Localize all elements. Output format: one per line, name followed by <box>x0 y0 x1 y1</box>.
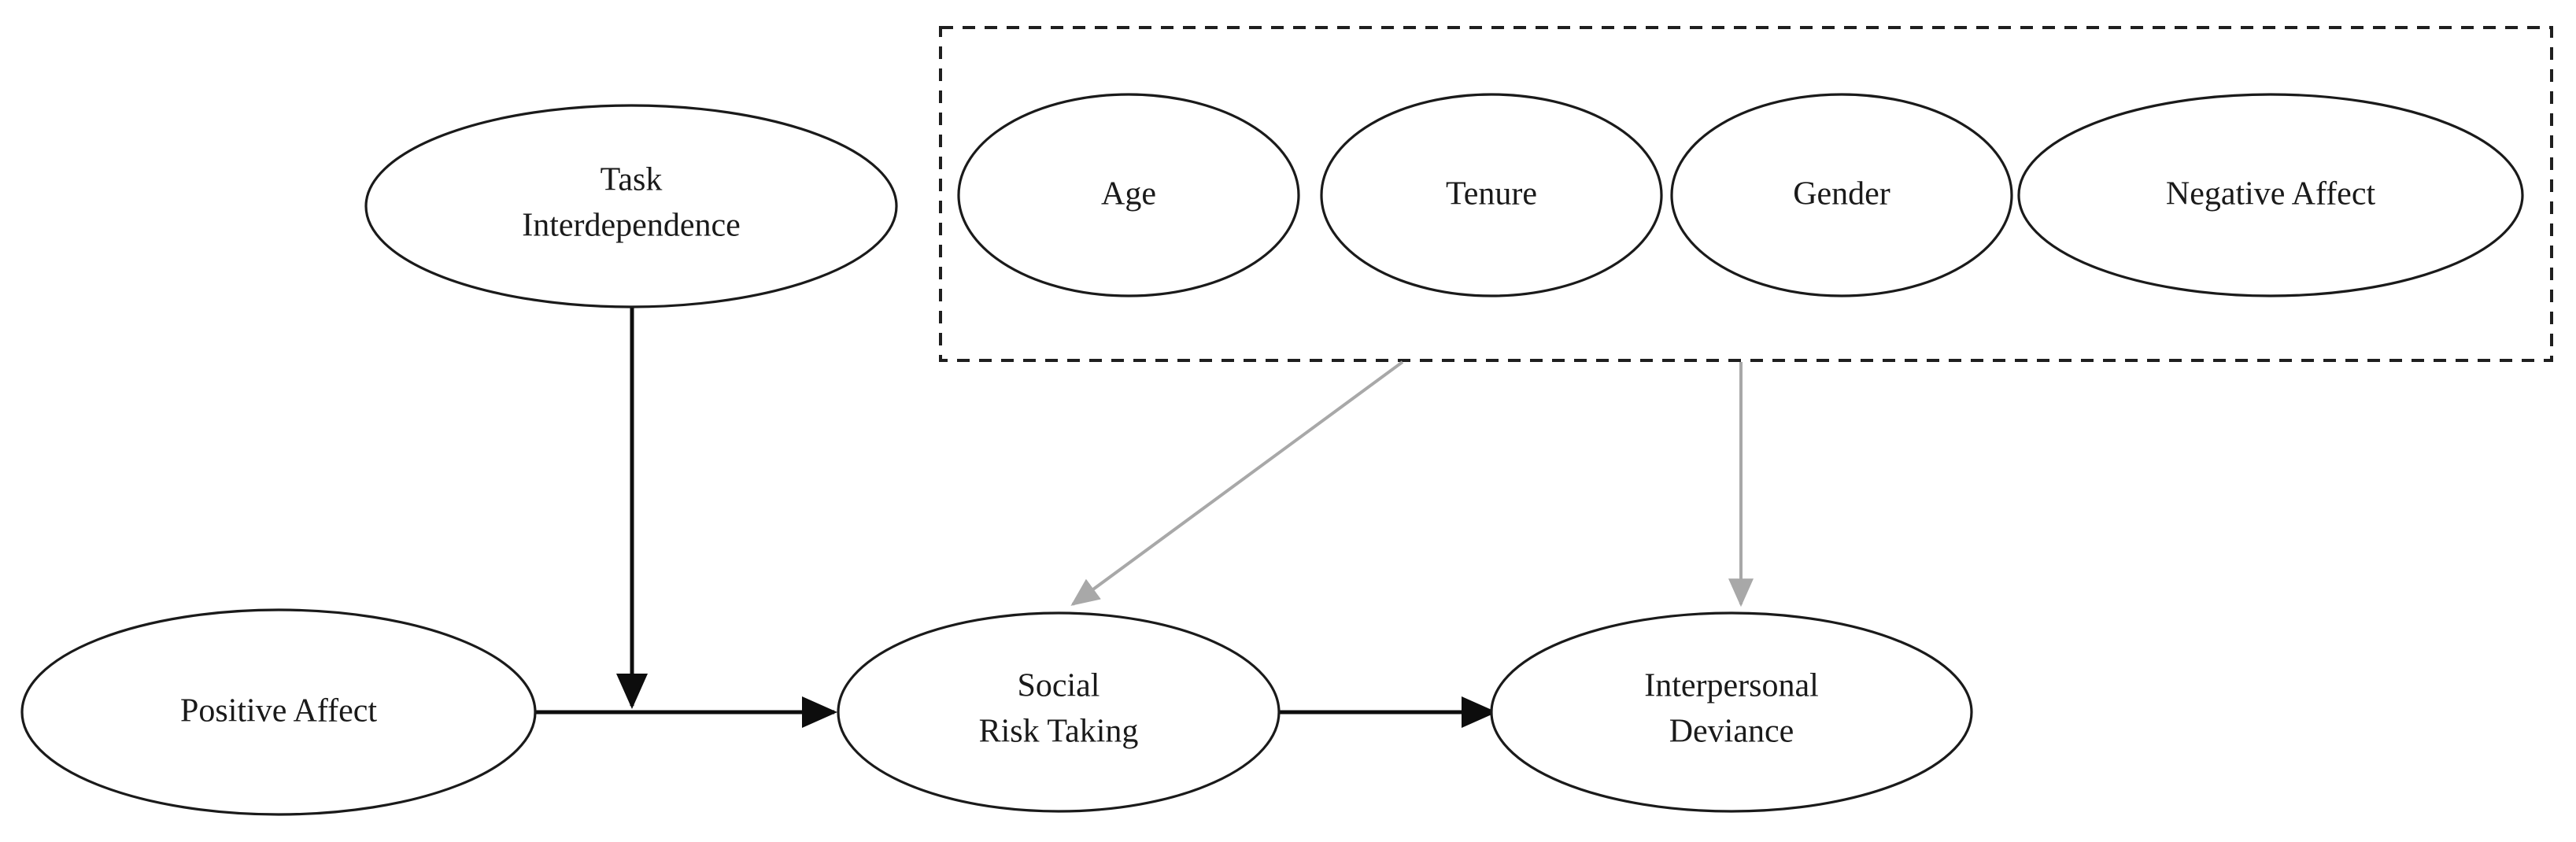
interpersonal-deviance-label-line2: Deviance <box>1669 714 1794 750</box>
interpersonal-deviance-ellipse <box>1490 611 1973 813</box>
gender-ellipse <box>1670 93 2013 297</box>
task-interdependence-label-line1: Task <box>601 162 663 198</box>
task-interdependence-label-line2: Interdependence <box>522 208 741 244</box>
tenure-label: Tenure <box>1446 176 1537 212</box>
social-risk-taking-label-line2: Risk Taking <box>979 714 1139 750</box>
node-task-interdependence[interactable]: Task Interdependence <box>364 104 898 308</box>
tenure-ellipse <box>1320 93 1663 297</box>
positive-affect-label: Positive Affect <box>180 693 377 729</box>
task-interdependence-ellipse <box>364 104 898 308</box>
node-negative-affect[interactable]: Negative Affect <box>2017 93 2524 297</box>
control-variables-box <box>939 26 2553 362</box>
age-ellipse <box>957 93 1300 297</box>
node-gender[interactable]: Gender <box>1670 93 2013 297</box>
negative-affect-ellipse <box>2017 93 2524 297</box>
social-risk-taking-ellipse <box>837 611 1281 813</box>
node-interpersonal-deviance[interactable]: Interpersonal Deviance <box>1490 611 1973 813</box>
node-positive-affect[interactable]: Positive Affect <box>20 608 537 816</box>
positive-affect-ellipse <box>20 608 537 816</box>
node-age[interactable]: Age <box>957 93 1300 297</box>
interpersonal-deviance-label-line1: Interpersonal <box>1644 668 1819 704</box>
negative-affect-label: Negative Affect <box>2166 176 2376 212</box>
edge-controls-to-social-risk-taking <box>1070 360 1404 606</box>
node-tenure[interactable]: Tenure <box>1320 93 1663 297</box>
age-label: Age <box>1101 176 1156 212</box>
node-social-risk-taking[interactable]: Social Risk Taking <box>837 611 1281 813</box>
social-risk-taking-label-line1: Social <box>1018 668 1100 704</box>
gender-label: Gender <box>1793 176 1890 212</box>
